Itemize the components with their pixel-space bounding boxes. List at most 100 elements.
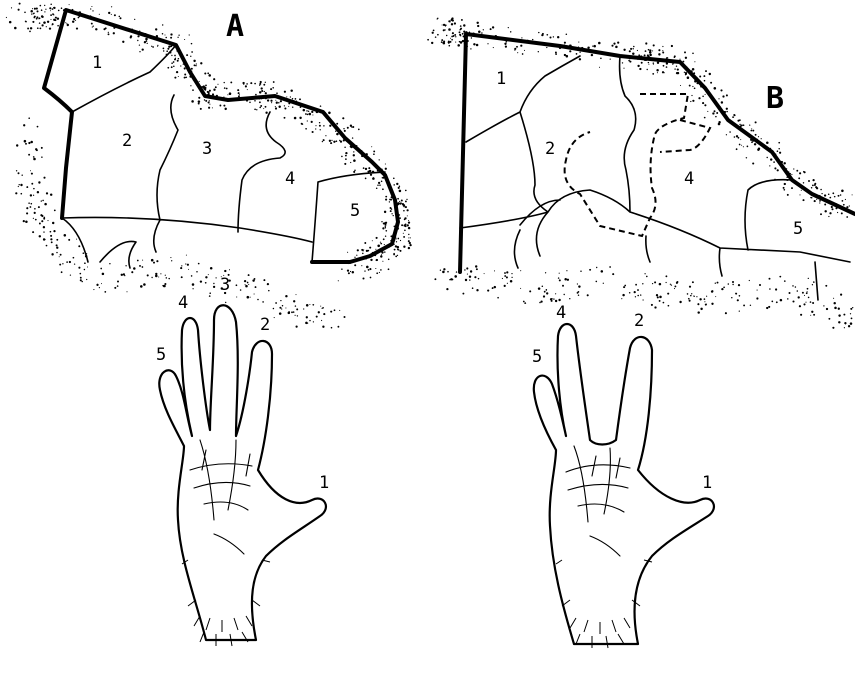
stipple-dot <box>729 131 731 133</box>
stipple-dot <box>181 265 182 266</box>
stipple-dot <box>465 279 467 281</box>
stipple-dot <box>59 264 61 266</box>
stipple-dot <box>621 298 622 299</box>
stipple-dot <box>578 291 580 293</box>
stipple-dot <box>20 184 22 186</box>
stipple-dot <box>508 27 509 28</box>
stipple-dot <box>255 286 257 288</box>
stipple-dot <box>244 280 246 282</box>
stipple-dot <box>524 50 525 51</box>
stipple-dot <box>353 159 356 162</box>
stipple-dot <box>92 27 93 28</box>
stipple-dot <box>799 305 801 307</box>
stipple-dot <box>142 260 143 261</box>
stipple-dot <box>80 273 82 275</box>
stipple-dot <box>280 307 281 308</box>
stipple-dot <box>257 299 259 301</box>
stipple-dot <box>75 20 76 21</box>
stipple-dot <box>193 60 195 62</box>
stipple-dot <box>117 281 119 283</box>
stipple-dot <box>345 158 347 160</box>
stipple-dot <box>19 184 20 185</box>
stipple-dot <box>692 281 694 283</box>
stipple-dot <box>247 296 250 299</box>
stipple-dot <box>504 43 506 45</box>
stipple-dot <box>295 315 296 316</box>
stipple-dot <box>691 293 692 294</box>
stipple-dot <box>344 130 346 132</box>
stipple-dot <box>397 238 399 240</box>
stipple-dot <box>209 295 211 297</box>
stipple-dot <box>352 271 354 273</box>
stipple-dot <box>663 302 665 304</box>
stipple-dot <box>57 25 59 27</box>
stipple-dot <box>9 21 12 24</box>
stipple-dot <box>348 272 350 274</box>
stipple-dot <box>435 36 437 38</box>
hand-a-silhouette <box>159 305 326 640</box>
stipple-dot <box>398 187 400 189</box>
stipple-dot <box>402 203 404 205</box>
stipple-dot <box>32 8 33 9</box>
stipple-dot <box>587 294 589 296</box>
stipple-dot <box>541 34 543 36</box>
stipple-dot <box>23 124 25 126</box>
stipple-dot <box>448 43 449 44</box>
stipple-dot <box>225 302 226 303</box>
stipple-dot <box>698 97 700 99</box>
stipple-dot <box>329 140 331 142</box>
stipple-dot <box>376 237 378 239</box>
stipple-dot <box>353 154 355 156</box>
stipple-dot <box>361 265 362 266</box>
stipple-dot <box>26 212 28 214</box>
stipple-dot <box>523 301 525 303</box>
stipple-dot <box>236 296 237 297</box>
stipple-dot <box>259 91 261 93</box>
stipple-dot <box>478 278 480 280</box>
stipple-dot <box>50 19 51 20</box>
stipple-dot <box>376 188 378 190</box>
stipple-dot <box>819 200 821 202</box>
stipple-dot <box>776 301 778 303</box>
stipple-dot <box>649 54 652 57</box>
stipple-dot <box>517 52 518 53</box>
hand-a-digit-label: 5 <box>156 345 166 365</box>
stipple-dot <box>78 245 80 247</box>
stipple-dot <box>200 280 202 282</box>
stipple-dot <box>190 85 191 86</box>
stipple-dot <box>272 87 274 89</box>
stipple-dot <box>714 110 716 112</box>
stipple-dot <box>382 177 383 178</box>
stipple-dot <box>276 92 278 94</box>
stipple-dot <box>368 167 370 169</box>
stipple-dot <box>524 302 526 304</box>
stipple-dot <box>711 290 713 292</box>
stipple-dot <box>755 121 757 123</box>
stipple-dot <box>190 56 191 57</box>
stipple-dot <box>40 214 42 216</box>
panel-b-letter: B <box>766 81 784 116</box>
stipple-dot <box>73 257 75 259</box>
stipple-dot <box>167 67 169 69</box>
stipple-dot <box>520 288 521 289</box>
stipple-dot <box>633 46 635 48</box>
stipple-dot <box>315 125 316 126</box>
stipple-dot <box>380 255 382 257</box>
stipple-dot <box>62 263 63 264</box>
stipple-dot <box>685 72 687 74</box>
stipple-dot <box>789 292 791 294</box>
stipple-dot <box>656 294 658 296</box>
stipple-dot <box>692 53 694 55</box>
stipple-dot <box>303 308 304 309</box>
stipple-dot <box>354 257 355 258</box>
stipple-dot <box>137 40 138 41</box>
stipple-dot <box>212 107 213 108</box>
stipple-dot <box>567 279 569 281</box>
stipple-dot <box>259 101 261 103</box>
stipple-dot <box>31 13 32 14</box>
stipple-dot <box>403 236 405 238</box>
stipple-dot <box>400 202 402 204</box>
panel-a-letter: A <box>226 9 244 44</box>
stipple-dot <box>389 201 390 202</box>
stipple-dot <box>736 148 738 150</box>
